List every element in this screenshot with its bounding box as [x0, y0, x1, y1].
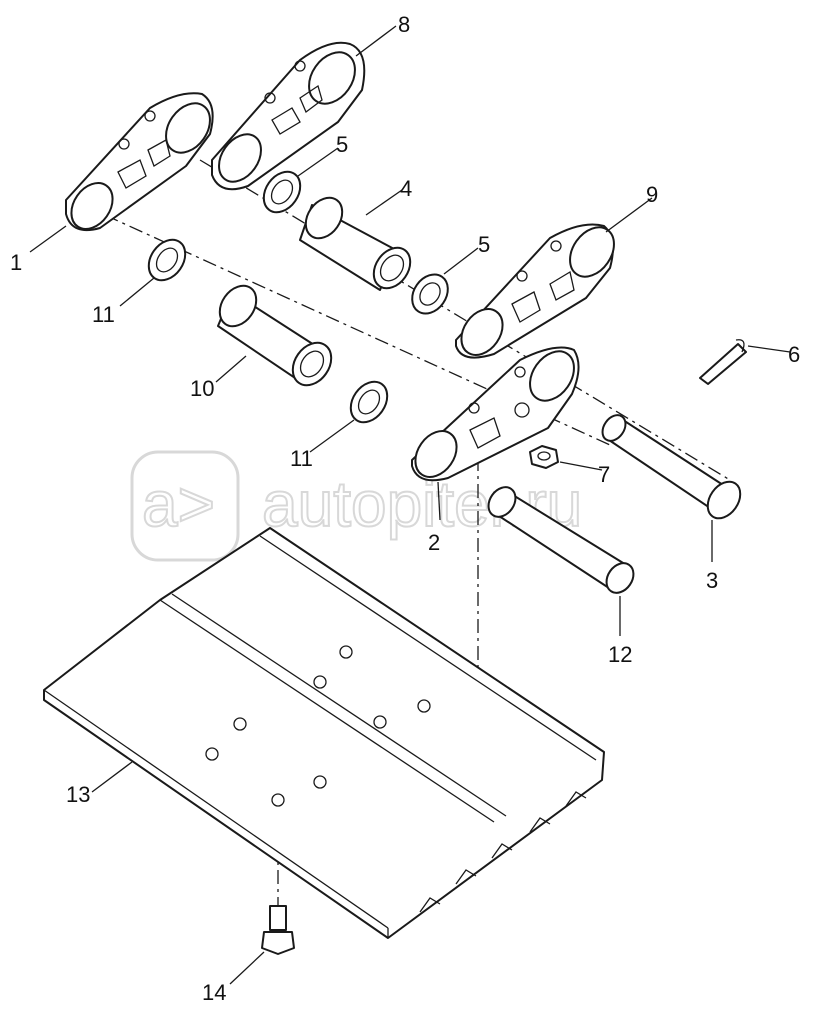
- callouts: 1 8 5 4 5 9 6 11 10 11 7 2 3 12 13 14: [10, 12, 800, 1005]
- watermark-logo-box: [130, 450, 240, 562]
- link-part-8: [211, 41, 366, 191]
- link-part-1: [65, 92, 214, 232]
- bushing-part-10: [217, 284, 333, 387]
- callout-2: 2: [428, 530, 440, 555]
- link-part-9: [455, 223, 615, 359]
- callout-11-upper: 11: [92, 302, 115, 327]
- cotter-pin-part-6: [699, 339, 747, 385]
- callout-11-lower: 11: [290, 446, 313, 471]
- callout-5-upper: 5: [336, 132, 348, 157]
- callout-1: 1: [10, 250, 22, 275]
- pin-part-3: [601, 414, 742, 520]
- callout-13: 13: [66, 782, 90, 807]
- bolt-part-14: [261, 905, 295, 955]
- callout-3: 3: [706, 568, 718, 593]
- callout-14: 14: [202, 980, 226, 1005]
- callout-5-lower: 5: [478, 232, 490, 257]
- washer-part-11-lower: [349, 380, 389, 424]
- nut-part-7: [529, 445, 559, 469]
- washer-part-11-upper: [147, 238, 187, 282]
- washer-part-5-upper: [262, 170, 302, 214]
- callout-10: 10: [190, 376, 214, 401]
- washer-part-5-lower: [411, 273, 449, 315]
- callout-9: 9: [646, 182, 658, 207]
- callout-7: 7: [598, 462, 610, 487]
- callout-6: 6: [788, 342, 800, 367]
- leader-lines: [29, 25, 791, 985]
- callout-12: 12: [608, 642, 632, 667]
- callout-8: 8: [398, 12, 410, 37]
- callout-4: 4: [400, 176, 412, 201]
- bushing-part-4: [299, 196, 412, 291]
- track-shoe-part-13: [43, 527, 605, 939]
- pin-part-12: [487, 486, 635, 594]
- watermark-logo-glyph: a>: [142, 468, 215, 540]
- link-part-2: [411, 346, 580, 482]
